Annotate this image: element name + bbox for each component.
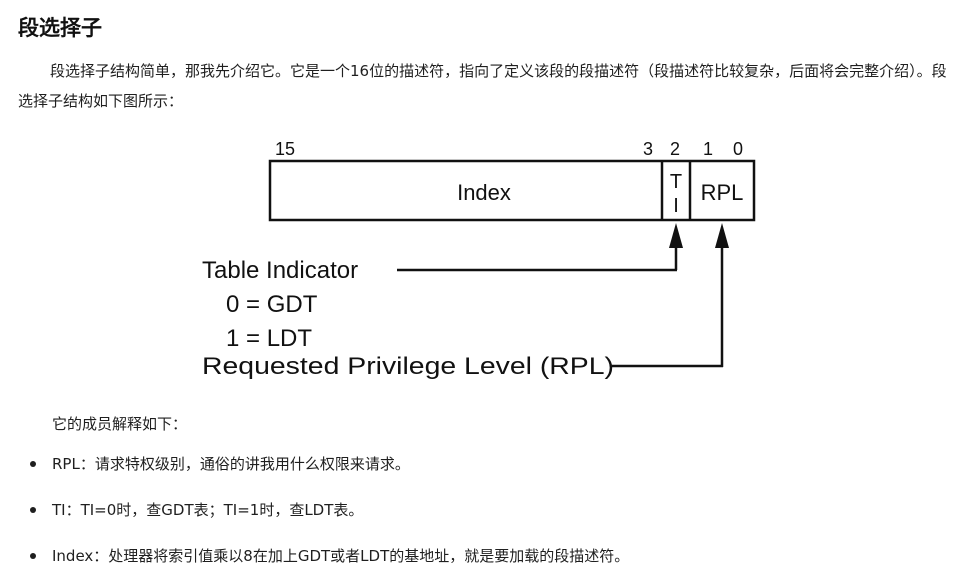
section-heading: 段选择子 xyxy=(18,16,102,40)
ti-arrow-head xyxy=(669,223,683,248)
rpl-field-label: RPL xyxy=(701,180,744,205)
list-item-index: Index：处理器将索引值乘以8在加上GDT或者LDT的基地址，就是要加载的段描… xyxy=(30,542,629,570)
selector-register-box xyxy=(268,159,756,222)
intro-paragraph: 段选择子结构简单，那我先介绍它。它是一个16位的描述符，指向了定义该段的段描述符… xyxy=(18,62,947,110)
ti-field-label-bottom: I xyxy=(673,195,679,217)
ldt-value-label: 1 = LDT xyxy=(226,325,312,352)
list-item-ti: TI：TI=0时，查GDT表；TI=1时，查LDT表。 xyxy=(30,496,629,524)
list-item-rpl: RPL：请求特权级别，通俗的讲我用什么权限来请求。 xyxy=(30,450,629,478)
member-list: RPL：请求特权级别，通俗的讲我用什么权限来请求。 TI：TI=0时，查GDT表… xyxy=(30,450,629,588)
list-item-text: TI：TI=0时，查GDT表；TI=1时，查LDT表。 xyxy=(52,501,364,519)
table-indicator-label: Table Indicator xyxy=(202,257,358,284)
list-item-text: RPL：请求特权级别，通俗的讲我用什么权限来请求。 xyxy=(52,455,410,473)
bit-label-0: 0 xyxy=(733,139,743,159)
bit-label-15: 15 xyxy=(275,139,295,159)
bullet-icon xyxy=(30,553,36,559)
bit-label-3: 3 xyxy=(643,139,653,159)
bit-label-2: 2 xyxy=(670,139,680,159)
bullet-icon xyxy=(30,461,36,467)
bullet-icon xyxy=(30,507,36,513)
segment-selector-diagram: 15 3 2 1 0 Index T I RPL Table Indicator… xyxy=(202,139,756,380)
members-intro: 它的成员解释如下： xyxy=(52,415,188,433)
list-item-text: Index：处理器将索引值乘以8在加上GDT或者LDT的基地址，就是要加载的段描… xyxy=(52,547,630,565)
ti-field-label-top: T xyxy=(670,171,682,193)
bit-label-1: 1 xyxy=(703,139,713,159)
rpl-full-label: Requested Privilege Level (RPL) xyxy=(202,353,614,380)
index-field-label: Index xyxy=(457,180,511,205)
gdt-value-label: 0 = GDT xyxy=(226,291,318,318)
rpl-arrow-head xyxy=(715,223,729,248)
